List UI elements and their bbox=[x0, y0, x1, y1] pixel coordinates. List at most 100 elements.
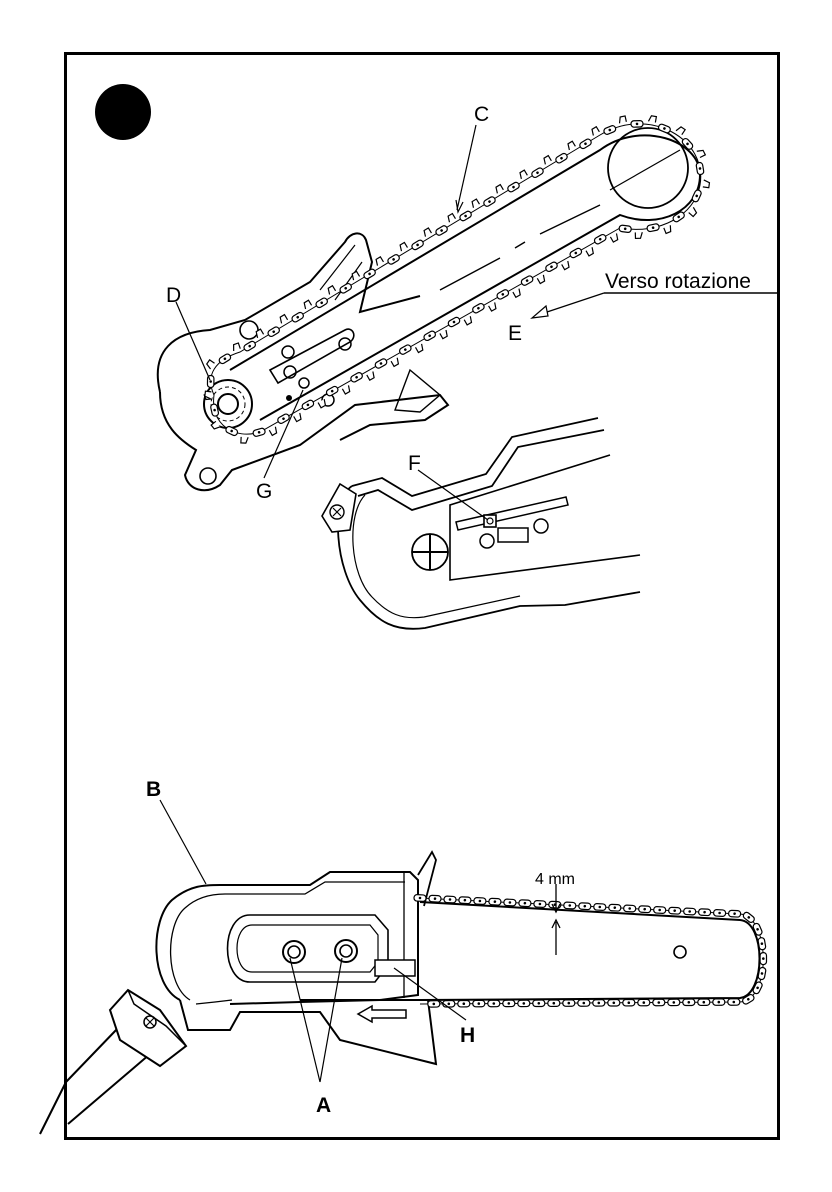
chain-link bbox=[294, 413, 303, 422]
chain-link bbox=[563, 1000, 575, 1006]
chain-link bbox=[533, 1000, 545, 1006]
chain-link bbox=[301, 399, 315, 410]
rotation-arrow-icon bbox=[532, 306, 548, 318]
chain-link bbox=[691, 189, 702, 203]
chain-link bbox=[713, 999, 725, 1005]
chain-link bbox=[689, 207, 698, 216]
chain-link bbox=[398, 242, 407, 251]
chain-link bbox=[664, 225, 673, 233]
chain-link bbox=[683, 999, 695, 1005]
chain-link bbox=[206, 360, 215, 369]
rotation-leader bbox=[538, 293, 604, 315]
chain-link bbox=[713, 910, 725, 917]
chain-link bbox=[252, 428, 265, 437]
chain-link bbox=[698, 999, 710, 1005]
chain-link bbox=[489, 898, 501, 905]
chain-link bbox=[537, 275, 546, 284]
chain-link bbox=[428, 1001, 440, 1007]
rotation-direction-label: Verso rotazione bbox=[605, 270, 751, 293]
chain-link bbox=[391, 358, 400, 367]
chain-link bbox=[593, 233, 607, 244]
label-H: H bbox=[460, 1024, 475, 1047]
chain-link bbox=[697, 149, 706, 158]
bottom-pruner-head bbox=[40, 852, 760, 1134]
chain-link bbox=[459, 897, 471, 904]
chain-link bbox=[648, 115, 656, 122]
chain-link bbox=[669, 907, 681, 914]
leader-F bbox=[418, 470, 488, 520]
detail-bar-cover bbox=[322, 418, 640, 629]
chain-link bbox=[608, 1000, 620, 1006]
chain-link bbox=[513, 289, 522, 298]
chain-link bbox=[440, 330, 449, 339]
leader-G bbox=[264, 390, 303, 478]
chain-link bbox=[668, 999, 680, 1005]
chain-link bbox=[367, 372, 376, 381]
chain-link bbox=[350, 372, 364, 383]
chain-link bbox=[654, 907, 666, 914]
chain-link bbox=[635, 232, 642, 238]
chain-link bbox=[414, 895, 426, 902]
chain-link bbox=[444, 896, 456, 903]
chain-link bbox=[590, 127, 599, 136]
chain-link bbox=[698, 909, 710, 916]
chain-link bbox=[658, 123, 672, 133]
chain-link bbox=[489, 302, 498, 311]
chain-link bbox=[446, 214, 455, 223]
chain-link bbox=[458, 1000, 470, 1006]
chain-link bbox=[555, 152, 569, 164]
chain-link bbox=[243, 340, 257, 352]
chain-link bbox=[339, 282, 353, 294]
chain-link bbox=[474, 898, 486, 905]
leader-B bbox=[160, 800, 206, 884]
chain-link bbox=[435, 225, 449, 237]
leader-D bbox=[176, 302, 210, 380]
chain-link bbox=[429, 895, 441, 902]
chain-link bbox=[470, 199, 479, 208]
chain-link bbox=[504, 899, 516, 906]
chain-link bbox=[618, 116, 626, 123]
label-C: C bbox=[474, 103, 489, 126]
measure-label: 4 mm bbox=[535, 871, 575, 888]
label-F: F bbox=[408, 452, 421, 475]
chain-link bbox=[566, 141, 575, 150]
chain-link bbox=[696, 162, 704, 175]
chain-link bbox=[594, 904, 606, 911]
chain-link bbox=[569, 247, 583, 258]
chain-link bbox=[507, 181, 521, 193]
chain-link bbox=[422, 228, 431, 237]
step-marker-dot bbox=[95, 84, 151, 140]
chain-link bbox=[302, 300, 311, 309]
chain-link bbox=[760, 953, 766, 965]
chain-link bbox=[676, 126, 685, 135]
top-guide-bar bbox=[158, 128, 700, 490]
chain-link bbox=[728, 999, 740, 1005]
chain-link bbox=[624, 905, 636, 912]
chain-link bbox=[609, 904, 621, 911]
chain-link bbox=[578, 1000, 590, 1006]
chain-link bbox=[603, 125, 617, 136]
chain-link bbox=[411, 239, 425, 251]
chain-link bbox=[363, 268, 377, 280]
chain-link bbox=[241, 437, 248, 443]
leader-C bbox=[457, 125, 476, 210]
chain-link bbox=[278, 315, 287, 324]
label-A: A bbox=[316, 1094, 331, 1117]
chain-track bbox=[420, 898, 763, 1004]
chain-link bbox=[519, 900, 531, 907]
chain-link bbox=[752, 981, 763, 995]
chain-link bbox=[520, 275, 534, 286]
chain-link bbox=[232, 343, 241, 351]
chain-link bbox=[325, 385, 339, 396]
chain-link bbox=[473, 1000, 485, 1006]
label-E: E bbox=[508, 322, 522, 345]
chain-link bbox=[447, 316, 461, 327]
chain-link bbox=[387, 254, 401, 266]
chain-link bbox=[374, 358, 388, 369]
chain-link bbox=[579, 903, 591, 910]
chain-link bbox=[542, 156, 551, 165]
chain-link bbox=[326, 286, 335, 295]
chain-link bbox=[423, 330, 437, 341]
label-B: B bbox=[146, 778, 161, 801]
